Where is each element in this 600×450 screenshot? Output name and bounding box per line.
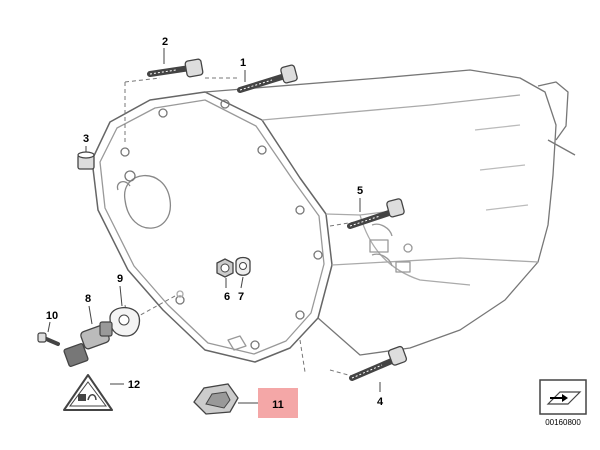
callout-7: 7 [238, 291, 244, 303]
part-3-sleeve [77, 146, 95, 170]
callout-10: 10 [46, 310, 58, 322]
callout-12: 12 [128, 379, 140, 391]
reference-number: 00160800 [545, 418, 581, 427]
part-5-bolt [347, 198, 405, 229]
part-10-screw [37, 321, 60, 346]
part-11-bracket [193, 383, 258, 415]
callout-6: 6 [224, 291, 230, 303]
part-4-bolt [349, 345, 408, 392]
callout-1: 1 [240, 57, 246, 69]
callout-4: 4 [377, 396, 384, 408]
callout-11-highlight [258, 388, 298, 418]
transmission-housing [91, 69, 576, 363]
callout-5: 5 [357, 185, 363, 197]
part-9-gasket [109, 285, 141, 337]
callout-2: 2 [162, 36, 168, 48]
callout-8: 8 [85, 293, 91, 305]
callout-11: 11 [272, 399, 284, 411]
part-6-nut [216, 258, 234, 288]
part-8-sensor [63, 305, 113, 367]
warning-triangle-icon [78, 394, 97, 401]
callout-numbers: 1 2 3 4 5 6 7 8 9 10 11 12 [46, 36, 384, 411]
part-12-warning-label [63, 374, 124, 411]
callout-3: 3 [83, 133, 89, 145]
reference-box: 00160800 [539, 379, 587, 427]
part-1-bolt [237, 64, 298, 93]
callout-9: 9 [117, 273, 123, 285]
part-2-bolt [147, 48, 204, 78]
arrow-reference-icon [546, 391, 582, 405]
part-7-washer [235, 256, 251, 289]
